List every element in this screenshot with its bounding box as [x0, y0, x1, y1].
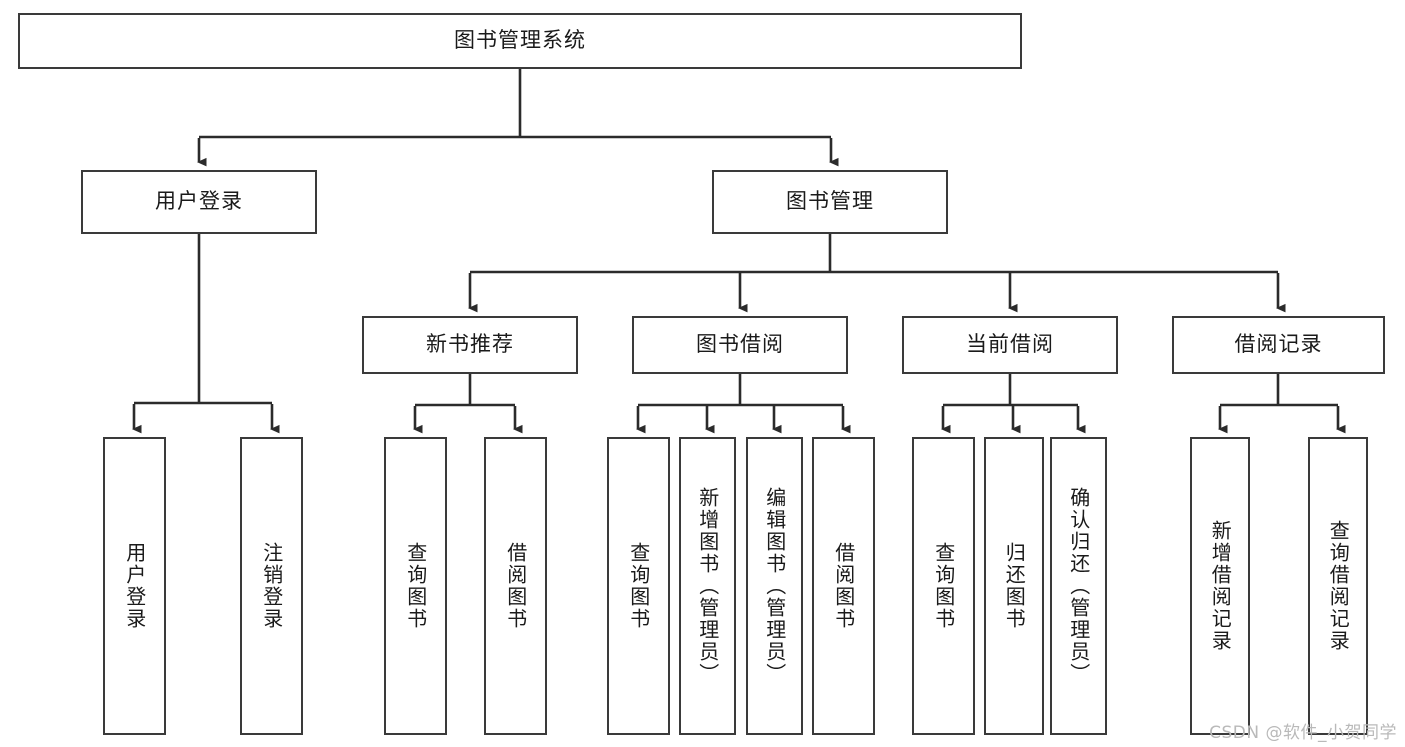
leaf-add-book-label: 新增图书（管理员）	[695, 487, 720, 685]
node-user-login[interactable]: 用户登录	[81, 170, 317, 234]
leaf-edit-book[interactable]: 编辑图书（管理员）	[746, 437, 803, 735]
leaf-logout-label: 注销登录	[259, 542, 284, 630]
leaf-query-book-current-label: 查询图书	[931, 542, 956, 630]
node-book-borrow-label: 图书借阅	[696, 332, 784, 357]
leaf-query-borrow-record[interactable]: 查询借阅记录	[1308, 437, 1368, 735]
leaf-logout[interactable]: 注销登录	[240, 437, 303, 735]
leaf-user-login[interactable]: 用户登录	[103, 437, 166, 735]
node-current-borrow-label: 当前借阅	[966, 332, 1054, 357]
leaf-edit-book-label: 编辑图书（管理员）	[762, 487, 787, 685]
leaf-query-book-borrow[interactable]: 查询图书	[607, 437, 670, 735]
node-book-manage[interactable]: 图书管理	[712, 170, 948, 234]
leaf-query-borrow-record-label: 查询借阅记录	[1326, 520, 1351, 652]
leaf-borrow-book-recommend[interactable]: 借阅图书	[484, 437, 547, 735]
node-new-book-recommend[interactable]: 新书推荐	[362, 316, 578, 374]
leaf-query-book-current[interactable]: 查询图书	[912, 437, 975, 735]
leaf-borrow-book-label: 借阅图书	[831, 542, 856, 630]
leaf-query-book-recommend[interactable]: 查询图书	[384, 437, 447, 735]
leaf-borrow-book[interactable]: 借阅图书	[812, 437, 875, 735]
leaf-add-book[interactable]: 新增图书（管理员）	[679, 437, 736, 735]
node-borrow-record[interactable]: 借阅记录	[1172, 316, 1385, 374]
csdn-watermark: CSDN @软件_小贺同学	[1209, 723, 1397, 743]
leaf-confirm-return-label: 确认归还（管理员）	[1066, 487, 1091, 685]
leaf-return-book[interactable]: 归还图书	[984, 437, 1044, 735]
node-book-borrow[interactable]: 图书借阅	[632, 316, 848, 374]
node-root-label: 图书管理系统	[454, 28, 586, 53]
node-user-login-label: 用户登录	[155, 189, 243, 214]
leaf-query-book-recommend-label: 查询图书	[403, 542, 428, 630]
leaf-borrow-book-recommend-label: 借阅图书	[503, 542, 528, 630]
leaf-add-borrow-record-label: 新增借阅记录	[1208, 520, 1233, 652]
leaf-user-login-label: 用户登录	[122, 542, 147, 630]
node-new-book-recommend-label: 新书推荐	[426, 332, 514, 357]
leaf-query-book-borrow-label: 查询图书	[626, 542, 651, 630]
leaf-return-book-label: 归还图书	[1002, 542, 1027, 630]
node-root[interactable]: 图书管理系统	[18, 13, 1022, 69]
leaf-add-borrow-record[interactable]: 新增借阅记录	[1190, 437, 1250, 735]
leaf-confirm-return[interactable]: 确认归还（管理员）	[1050, 437, 1107, 735]
node-book-manage-label: 图书管理	[786, 189, 874, 214]
node-current-borrow[interactable]: 当前借阅	[902, 316, 1118, 374]
node-borrow-record-label: 借阅记录	[1234, 332, 1323, 357]
